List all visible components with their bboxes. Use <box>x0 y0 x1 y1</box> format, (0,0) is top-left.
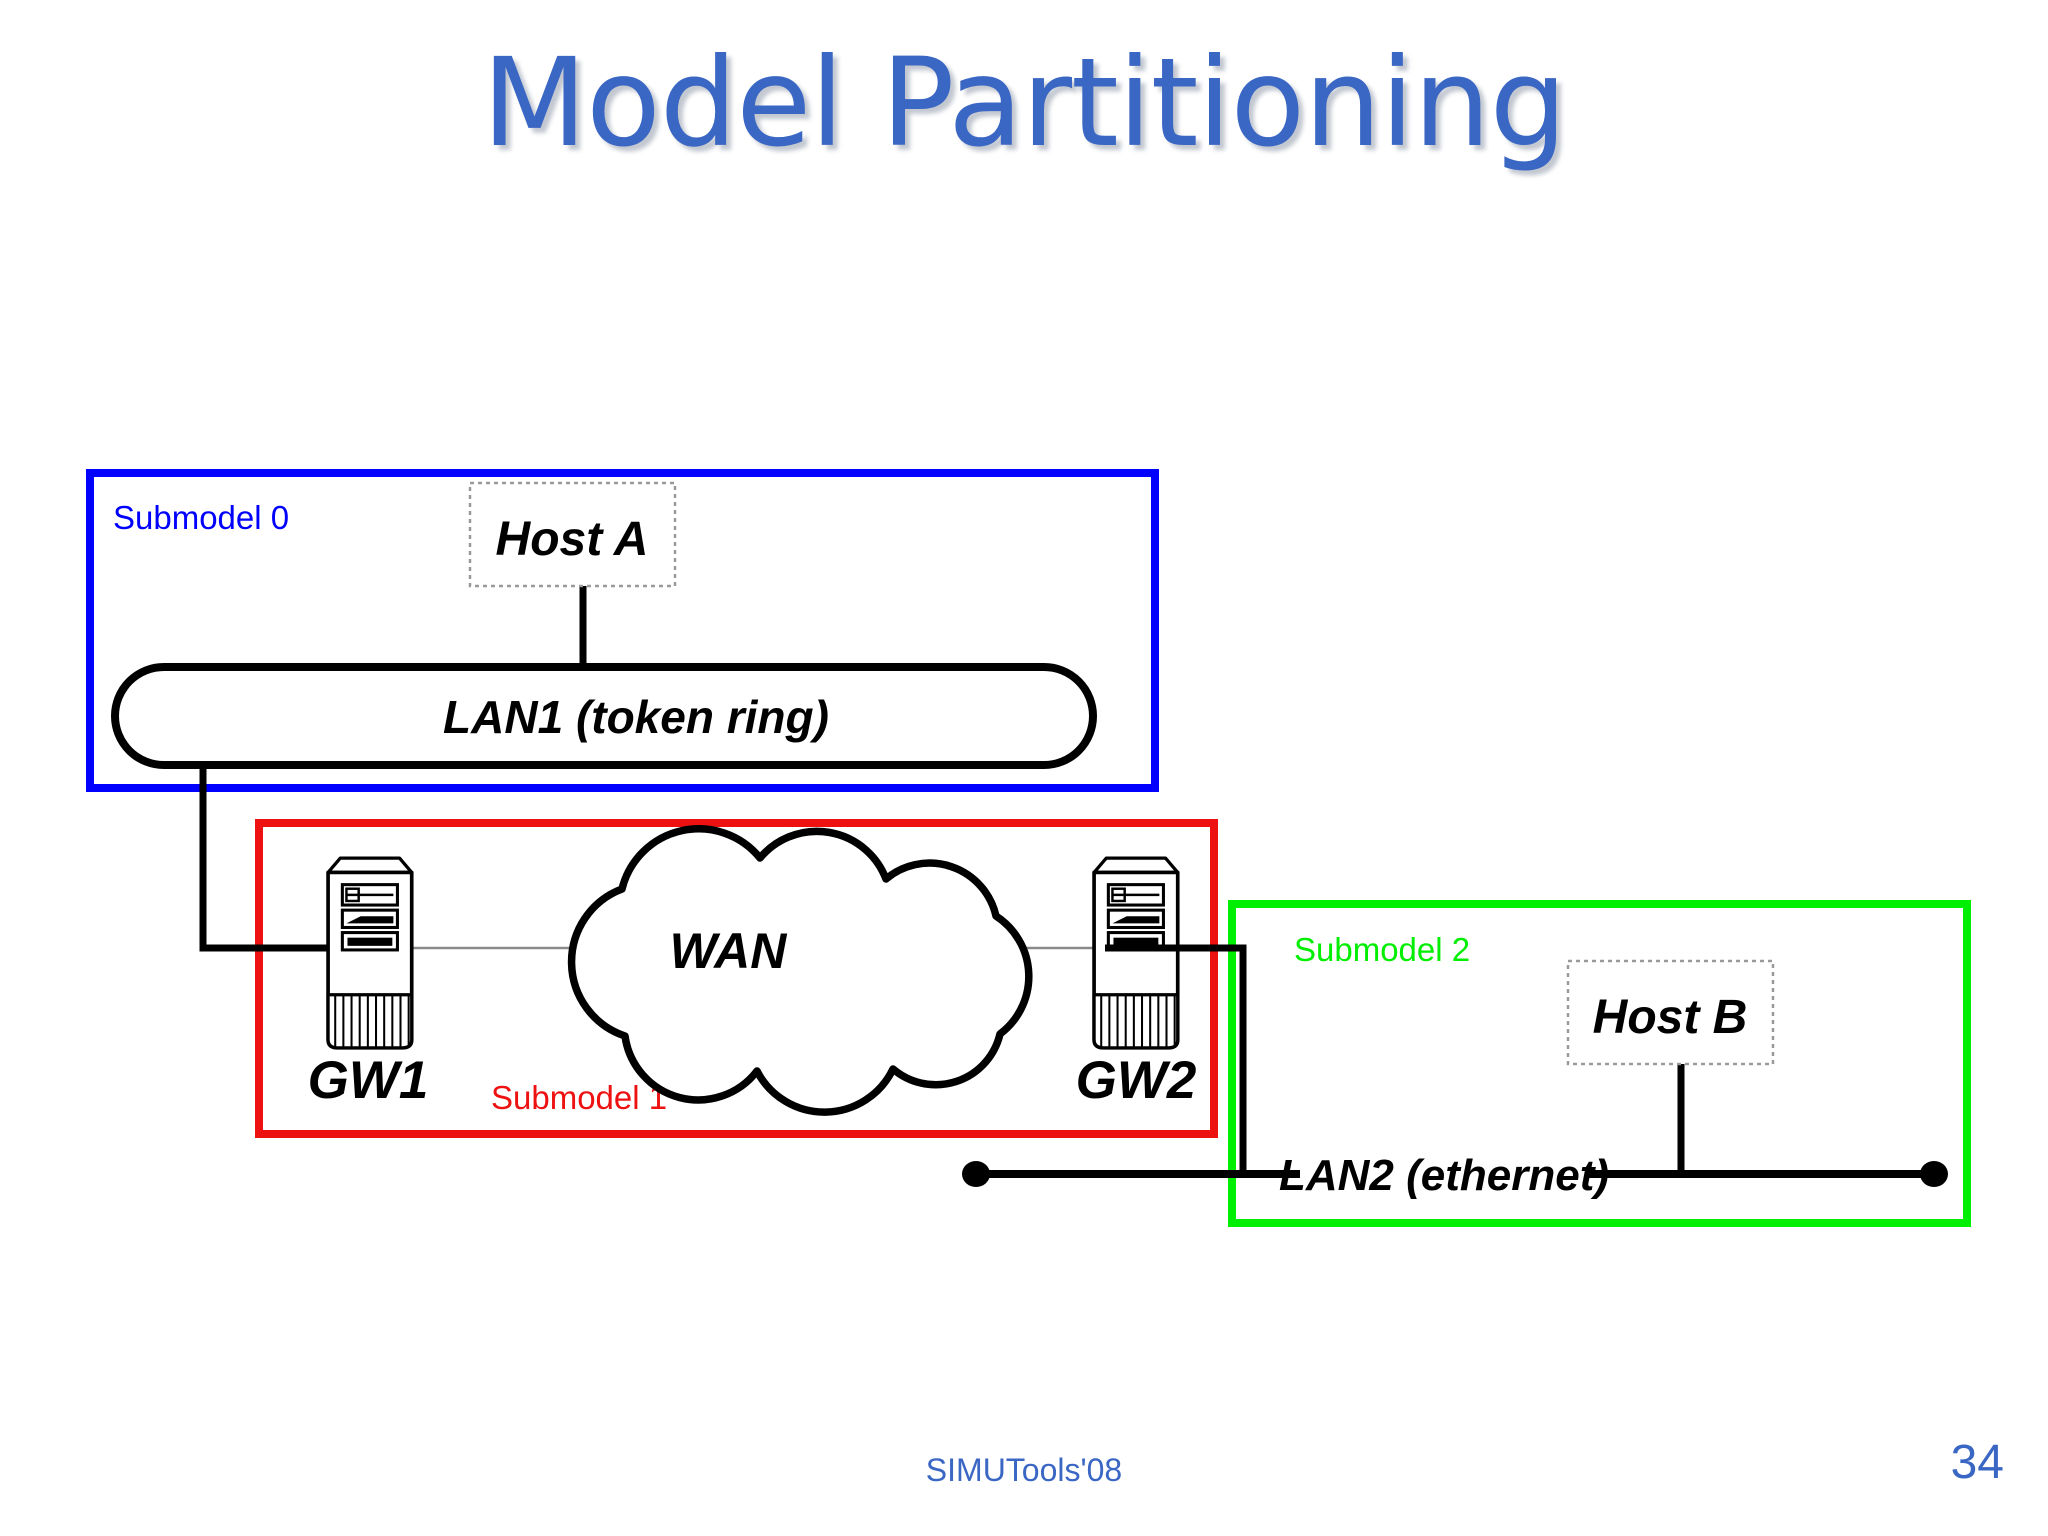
lan1-node: LAN1 (token ring) <box>111 663 1097 769</box>
lan2-label: LAN2 (ethernet) <box>1279 1151 1609 1200</box>
page-title: Model Partitioning <box>481 32 1567 174</box>
gw2-label: GW2 <box>1076 1051 1197 1110</box>
lan1-label: LAN1 (token ring) <box>443 691 829 743</box>
submodel-2-group: Submodel 2 <box>1228 900 1971 1227</box>
submodel-1-group: Submodel 1 <box>255 819 1218 1138</box>
wan-label: WAN <box>670 923 788 979</box>
footer-conference-label: SIMUTools'08 <box>925 1452 1123 1488</box>
host-a-node: Host A <box>468 481 677 588</box>
gw2-node: GW2 <box>1076 856 1197 1110</box>
submodel-0-group: Submodel 0 <box>86 469 1159 792</box>
lan2-terminator-left <box>962 1161 990 1187</box>
submodel-2-label: Submodel 2 <box>1294 931 1470 968</box>
wan-cloud-shape <box>567 825 1033 1116</box>
submodel-0-label: Submodel 0 <box>113 499 289 536</box>
lan2-node: LAN2 (ethernet) <box>962 1149 1948 1200</box>
wan-node: WAN <box>567 825 1033 1116</box>
link-lan1-gw1 <box>199 763 345 952</box>
host-b-label: Host B <box>1593 991 1748 1044</box>
host-b-node: Host B <box>1566 959 1775 1066</box>
submodel-0-boundary <box>86 469 1159 792</box>
submodel-1-label: Submodel 1 <box>491 1079 667 1116</box>
link-gw2-lan2 <box>1105 944 1247 1174</box>
submodel-1-boundary <box>255 819 1218 1138</box>
host-a-box <box>468 481 677 588</box>
gw1-label: GW1 <box>308 1051 429 1110</box>
lan2-terminator-right <box>1920 1161 1948 1187</box>
lan1-shape <box>111 663 1097 769</box>
host-b-box <box>1566 959 1775 1066</box>
submodel-2-boundary <box>1228 900 1971 1227</box>
host-a-label: Host A <box>496 513 649 566</box>
gw1-node: GW1 <box>308 856 429 1110</box>
page-number: 34 <box>1950 1436 2004 1489</box>
